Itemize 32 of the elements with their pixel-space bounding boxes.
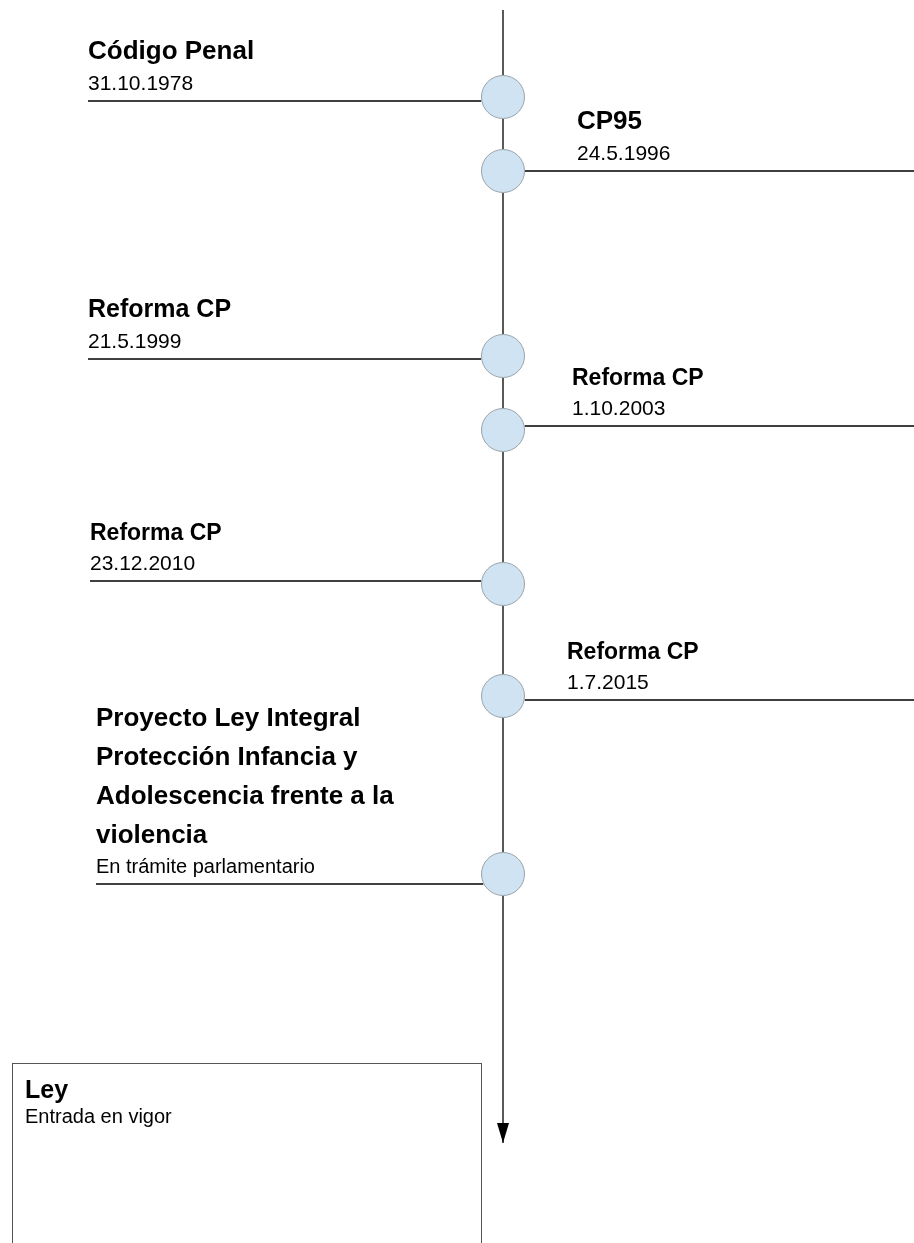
event-title: Reforma CP xyxy=(90,518,222,548)
leader-line xyxy=(89,580,482,582)
timeline-line xyxy=(502,451,504,563)
leader-line xyxy=(524,699,914,701)
timeline-line xyxy=(502,9,504,76)
event-date: 21.5.1999 xyxy=(88,327,183,354)
leader-line xyxy=(87,100,482,102)
timeline-line xyxy=(502,377,504,409)
timeline-line xyxy=(502,118,504,150)
timeline-line xyxy=(502,717,504,853)
event-title: Reforma CP xyxy=(567,637,699,667)
event-title: Proyecto Ley Integral Protección Infancia y Adolescencia frente a la violencia xyxy=(96,701,395,851)
event-date: 1.7.2015 xyxy=(567,668,650,695)
event-date: 31.10.1978 xyxy=(88,69,195,96)
box-text: Entrada en vigor xyxy=(25,1104,173,1129)
leader-line xyxy=(524,170,914,172)
leader-line xyxy=(87,358,482,360)
leader-line xyxy=(524,425,914,427)
leader-line xyxy=(95,883,485,885)
event-title: Código Penal xyxy=(88,33,255,67)
timeline-line xyxy=(502,192,504,335)
timeline-arrow xyxy=(497,895,509,1144)
event-date: 1.10.2003 xyxy=(572,394,667,421)
event-date: 23.12.2010 xyxy=(90,549,197,576)
box-heading: Ley xyxy=(25,1074,70,1104)
event-date: En trámite parlamentario xyxy=(96,854,316,879)
timeline-line xyxy=(502,605,504,675)
event-title: CP95 xyxy=(577,103,644,137)
event-title: Reforma CP xyxy=(88,293,232,325)
event-date: 24.5.1996 xyxy=(577,139,671,166)
legend-box xyxy=(12,1063,482,1243)
event-title: Reforma CP xyxy=(572,363,704,393)
